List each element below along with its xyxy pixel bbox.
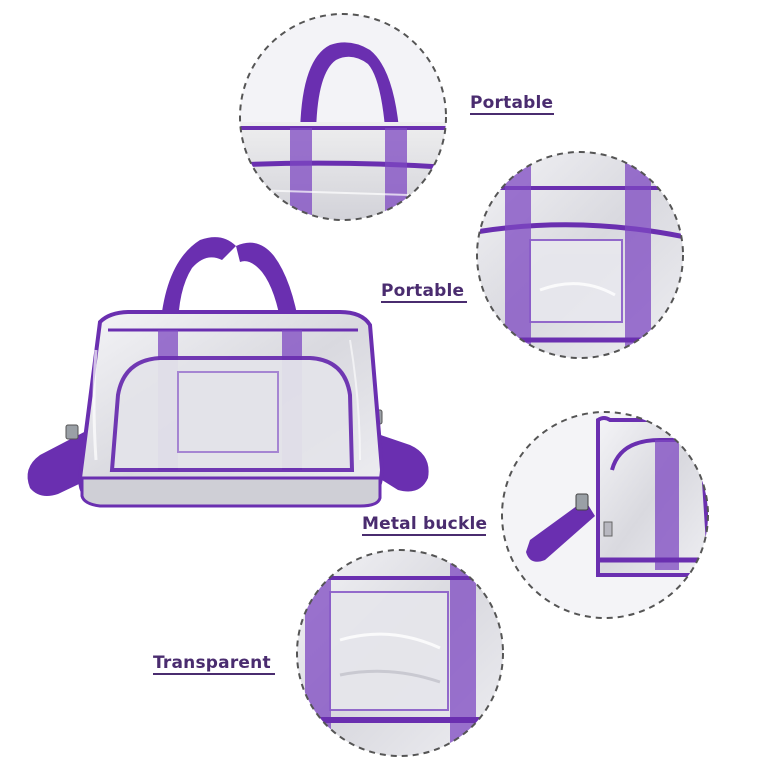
callout-label-portable-pocket: Portable bbox=[381, 281, 465, 301]
closeup-circle-transparent bbox=[296, 549, 504, 757]
underline-divider bbox=[470, 113, 554, 115]
closeup-circle-front-pocket bbox=[476, 151, 684, 359]
callout-label-metal-buckle: Metal buckle bbox=[362, 514, 488, 534]
closeup-circle-handles bbox=[239, 13, 447, 221]
underline-divider bbox=[362, 534, 486, 536]
callout-label-portable-handles: Portable bbox=[470, 93, 554, 113]
main-bag-image bbox=[27, 237, 429, 508]
underline-divider bbox=[381, 301, 467, 303]
closeup-circle-buckle bbox=[501, 411, 709, 619]
callout-label-transparent: Transparent bbox=[153, 653, 271, 673]
underline-divider bbox=[153, 673, 275, 675]
